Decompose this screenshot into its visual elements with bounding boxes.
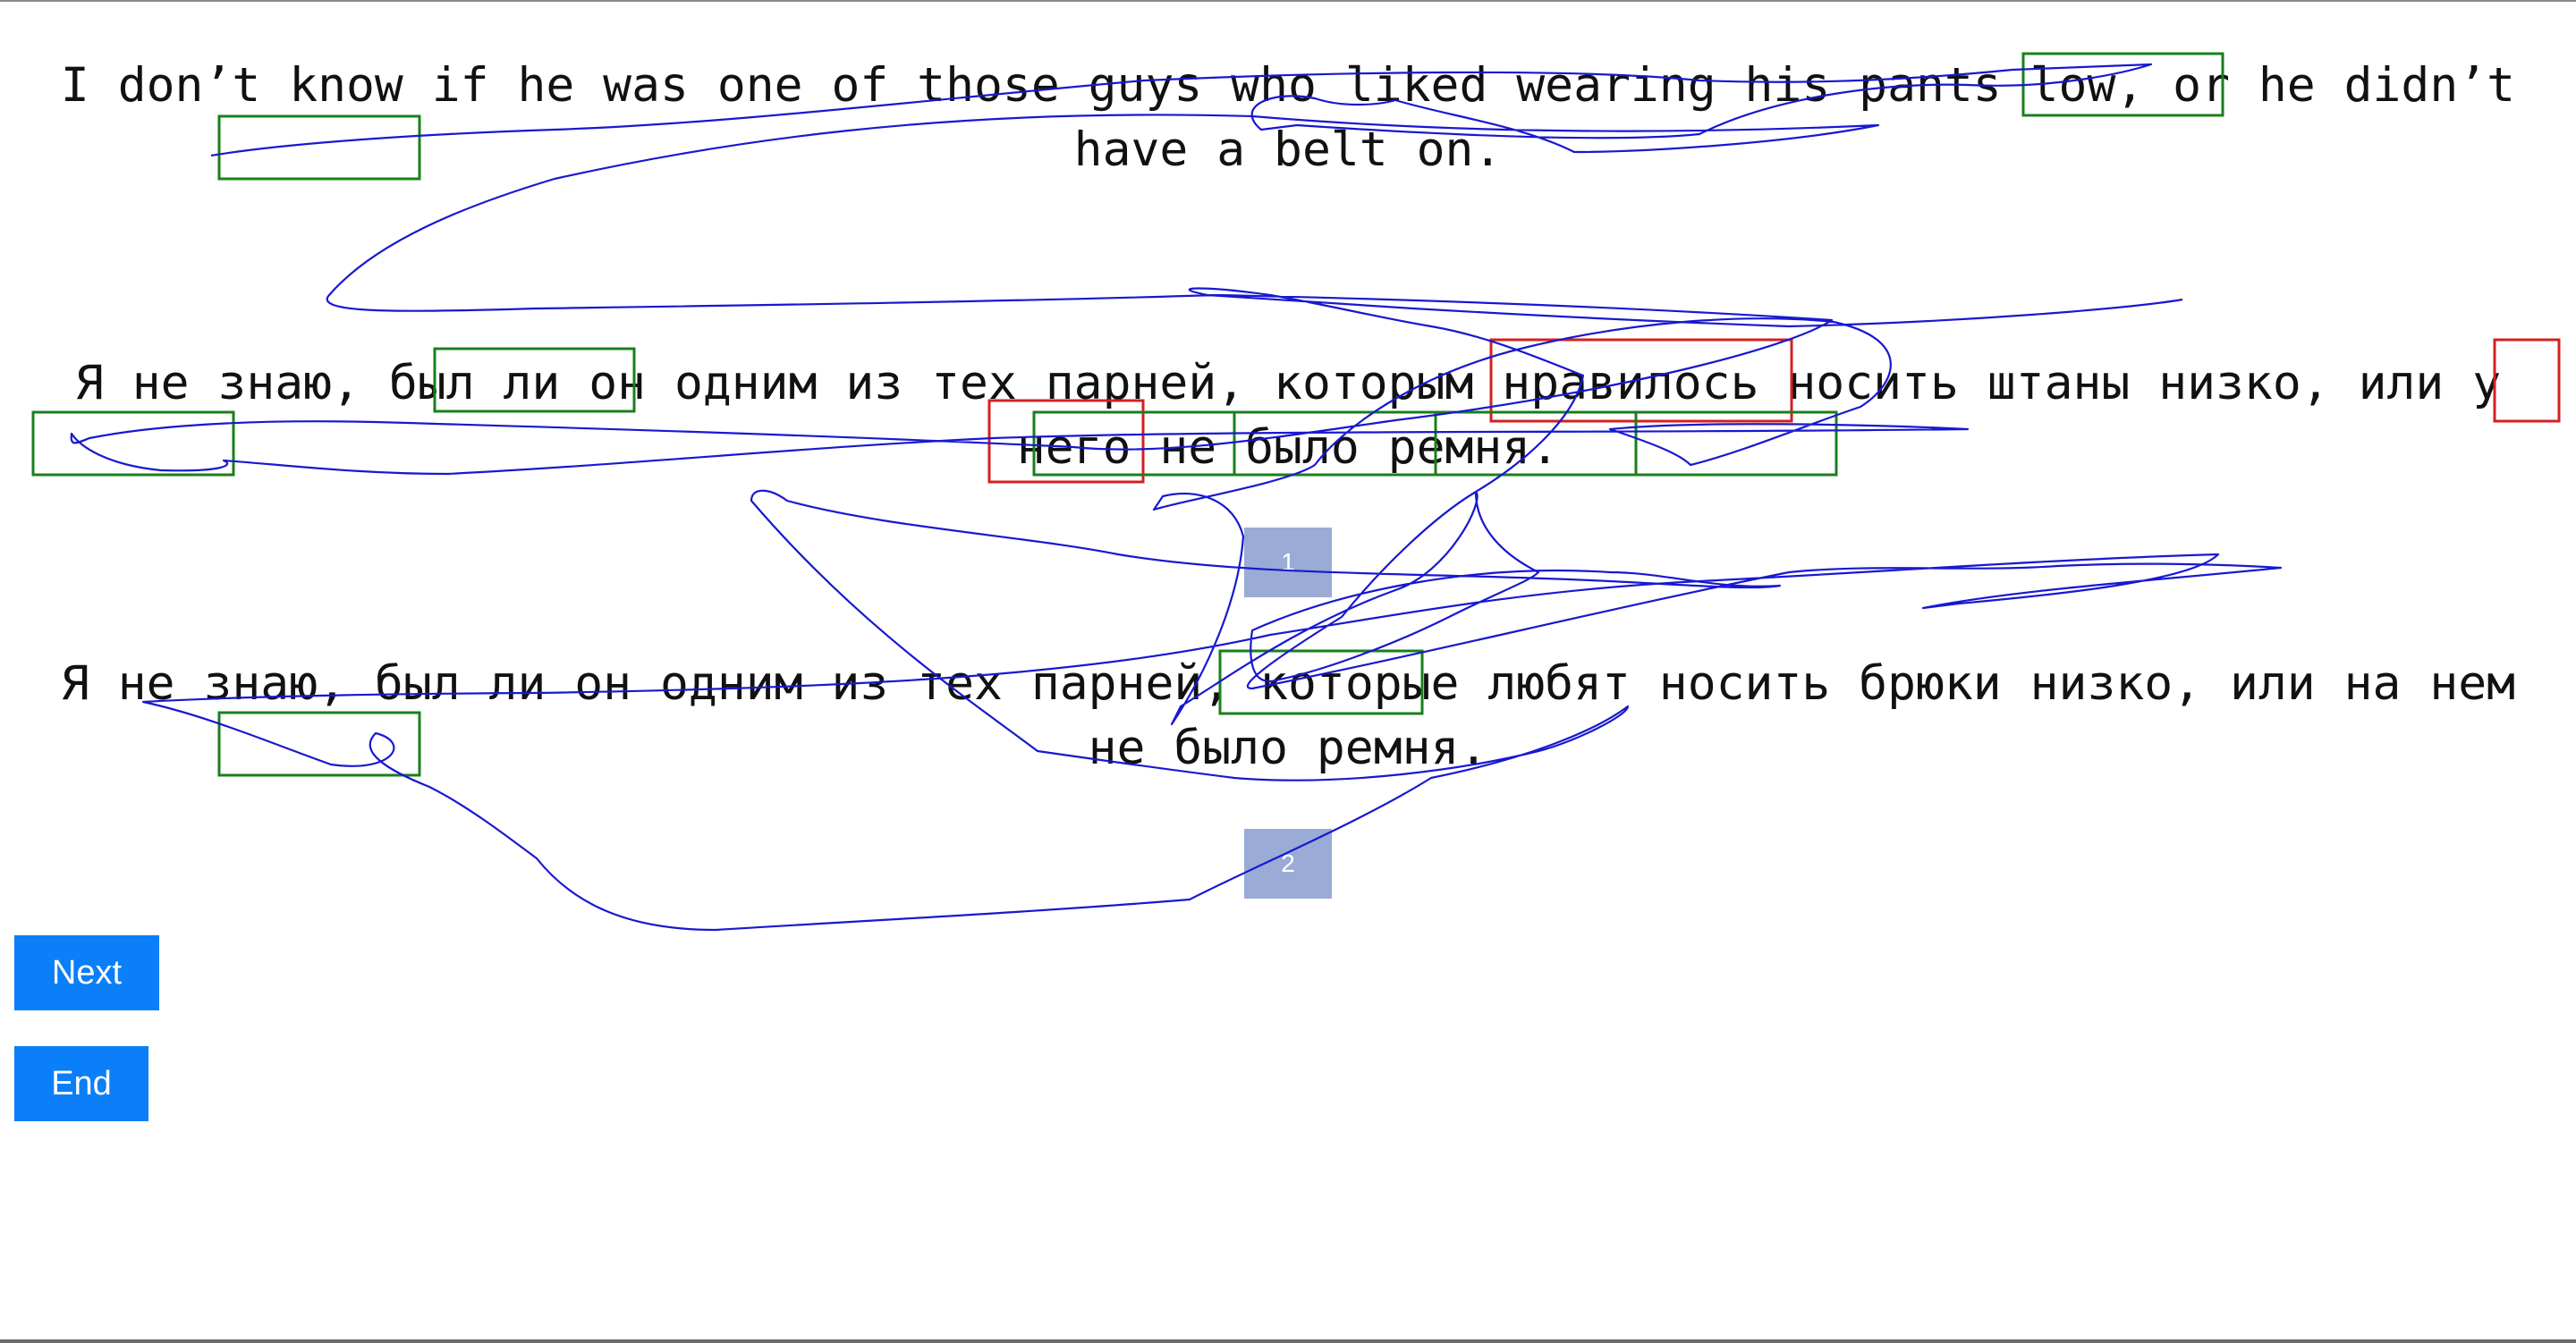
reference-line-2: него не было ремня. <box>1016 420 1560 475</box>
match-box <box>217 114 421 181</box>
hypothesis-line-2: не было ремня. <box>1088 721 1488 775</box>
translation-2-badge: 2 <box>1244 829 1332 899</box>
alignment-boxes <box>31 52 2561 777</box>
match-box <box>433 347 636 413</box>
source-line-2: have a belt on. <box>1073 122 1503 177</box>
match-box <box>2021 52 2224 117</box>
top-border <box>0 0 2576 2</box>
bottom-border <box>0 1339 2576 1343</box>
reference-line-1: Я не знаю, был ли он одним из тех парней… <box>74 356 2502 410</box>
hypothesis-line-1: Я не знаю, был ли он одним из тех парней… <box>60 656 2516 711</box>
reference-translation: Я не знаю, был ли он одним из тех парней… <box>16 351 2560 480</box>
end-button[interactable]: End <box>14 1046 148 1121</box>
source-sentence: I don’t know if he was one of those guys… <box>16 54 2560 182</box>
mismatch-box <box>987 399 1145 484</box>
gaze-trace <box>70 63 2283 932</box>
match-box <box>217 711 421 777</box>
translation-1-badge: 1 <box>1244 528 1332 597</box>
source-line-1: I don’t know if he was one of those guys… <box>60 58 2516 113</box>
mismatch-box <box>1489 338 1793 423</box>
match-box <box>31 410 235 477</box>
match-box <box>1634 410 1838 477</box>
hypothesis-translation: Я не знаю, был ли он одним из тех парней… <box>16 652 2560 781</box>
mismatch-box <box>2493 338 2561 423</box>
next-button[interactable]: Next <box>14 935 159 1010</box>
match-box <box>1032 410 1236 477</box>
